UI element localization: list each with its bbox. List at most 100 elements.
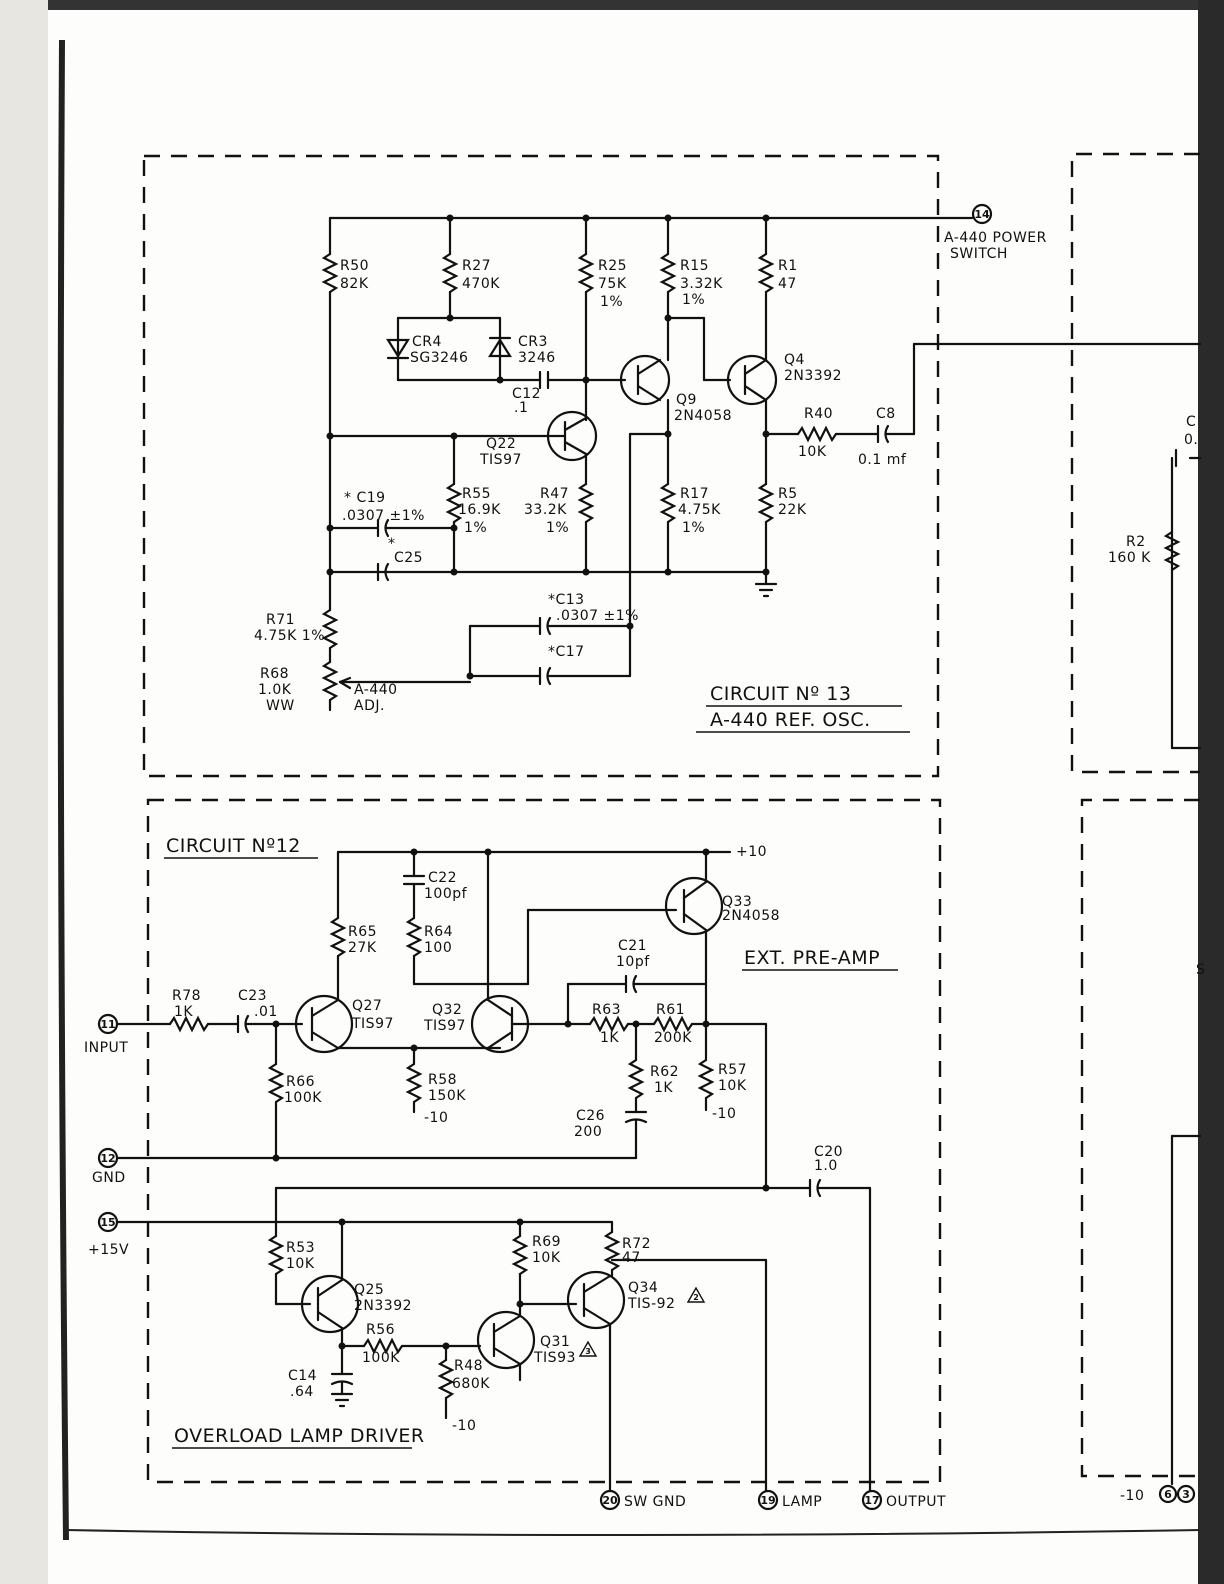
r1-value: 47 xyxy=(778,276,797,292)
gnd-label: GND xyxy=(92,1170,126,1186)
r15-value: 3.32K xyxy=(680,276,723,292)
a440-adj-label-2: ADJ. xyxy=(354,698,385,714)
r62-value: 1K xyxy=(654,1080,673,1096)
c20-value: 1.0 xyxy=(814,1158,838,1174)
r2-value: 160 K xyxy=(1108,550,1151,566)
r25-label: R25 xyxy=(598,258,627,274)
r27-value: 470K xyxy=(462,276,500,292)
sw-gnd-label: SW GND xyxy=(624,1494,686,1510)
r15-tolerance: 1% xyxy=(682,292,705,308)
circuit13-subtitle: A-440 REF. OSC. xyxy=(710,709,871,731)
circuit13-junctions xyxy=(326,214,770,680)
r58-supply: -10 xyxy=(424,1110,448,1126)
circuit12-wiring xyxy=(97,850,883,1511)
circuit13-boundary xyxy=(142,154,940,778)
power-switch-label: A-440 POWER xyxy=(944,230,1047,246)
bottom-edge xyxy=(65,1529,1201,1536)
c14-label: C14 xyxy=(288,1368,317,1384)
c13-value: .0307 ±1% xyxy=(556,608,639,624)
r57-supply: -10 xyxy=(712,1106,736,1122)
r66-label: R66 xyxy=(286,1074,315,1090)
r15-label: R15 xyxy=(680,258,709,274)
terminal-11-number: 11 xyxy=(100,1018,115,1031)
top-edge-shadow xyxy=(0,0,1224,10)
q31-label: Q31 xyxy=(540,1334,570,1350)
circuit12-junctions xyxy=(272,848,770,1350)
r17-tolerance: 1% xyxy=(682,520,705,536)
r48-value: 680K xyxy=(452,1376,490,1392)
c17-label: *C17 xyxy=(548,644,585,660)
r40-label: R40 xyxy=(804,406,833,422)
r47-tolerance: 1% xyxy=(546,520,569,536)
q31-transistor xyxy=(476,1310,536,1370)
q25-value: 2N3392 xyxy=(354,1298,412,1314)
r53-label: R53 xyxy=(286,1240,315,1256)
r57-label: R57 xyxy=(718,1062,747,1078)
partial-c-label: C xyxy=(1186,414,1196,430)
right-edge-shadow xyxy=(1198,0,1224,1584)
q33-value: 2N4058 xyxy=(722,908,780,924)
terminal-19 xyxy=(757,1489,779,1511)
r68-type: WW xyxy=(266,698,295,714)
r17-value: 4.75K xyxy=(678,502,721,518)
r56-label: R56 xyxy=(366,1322,395,1338)
c22-label: C22 xyxy=(428,870,457,886)
c13-label: *C13 xyxy=(548,592,585,608)
r2-label: R2 xyxy=(1126,534,1146,550)
r27-label: R27 xyxy=(462,258,491,274)
r57-value: 10K xyxy=(718,1078,747,1094)
r53-value: 10K xyxy=(286,1256,315,1272)
q31-value: TIS93 xyxy=(533,1350,576,1366)
r64-label: R64 xyxy=(424,924,453,940)
r48-label: R48 xyxy=(454,1358,483,1374)
r58-value: 150K xyxy=(428,1088,466,1104)
q27-transistor xyxy=(294,994,354,1054)
q32-label: Q32 xyxy=(432,1002,462,1018)
r55-label: R55 xyxy=(462,486,491,502)
q9-label: Q9 xyxy=(676,392,697,408)
c22-value: 100pf xyxy=(424,886,468,902)
c12-label: C12 xyxy=(512,386,541,402)
c26-value: 200 xyxy=(574,1124,602,1140)
r78-value: 1K xyxy=(174,1004,193,1020)
overload-lamp-driver-title: OVERLOAD LAMP DRIVER xyxy=(174,1425,425,1447)
r71-label: R71 xyxy=(266,612,295,628)
r61-label: R61 xyxy=(656,1002,685,1018)
r65-value: 27K xyxy=(348,940,377,956)
r25-value: 75K xyxy=(598,276,627,292)
q33-transistor xyxy=(664,876,724,936)
r63-value: 1K xyxy=(600,1030,619,1046)
r64-value: 100 xyxy=(424,940,452,956)
r58-label: R58 xyxy=(428,1072,457,1088)
r5-label: R5 xyxy=(778,486,798,502)
terminal-3-number: 3 xyxy=(1182,1488,1190,1501)
binding-margin xyxy=(0,0,48,1584)
r62-label: R62 xyxy=(650,1064,679,1080)
terminal-20 xyxy=(599,1489,621,1511)
q34-value: TIS-92 xyxy=(627,1296,675,1312)
r56-value: 100K xyxy=(362,1350,400,1366)
plus15v-label: +15V xyxy=(88,1242,129,1258)
circuit13-title: CIRCUIT Nº 13 xyxy=(710,683,851,705)
r71-value: 4.75K 1% xyxy=(254,628,325,644)
terminal-6-number: 6 xyxy=(1164,1488,1172,1501)
minus10-partial: -10 xyxy=(1120,1488,1144,1504)
c20-label: C20 xyxy=(814,1144,843,1160)
output-label: OUTPUT xyxy=(886,1494,946,1510)
q34-label: Q34 xyxy=(628,1280,658,1296)
r50-value: 82K xyxy=(340,276,369,292)
r61-value: 200K xyxy=(654,1030,692,1046)
plus10-label: +10 xyxy=(736,844,767,860)
partial-c-value: 0. xyxy=(1184,432,1198,448)
r50-label: R50 xyxy=(340,258,369,274)
r72-value: 47 xyxy=(622,1250,641,1266)
terminal-17-number: 17 xyxy=(864,1494,879,1507)
r40-value: 10K xyxy=(798,444,827,460)
c19-value: .0307 ±1% xyxy=(342,508,425,524)
cr3-label: CR3 xyxy=(518,334,548,350)
q22-label: Q22 xyxy=(486,436,516,452)
q4-value: 2N3392 xyxy=(784,368,842,384)
r47-label: R47 xyxy=(540,486,569,502)
